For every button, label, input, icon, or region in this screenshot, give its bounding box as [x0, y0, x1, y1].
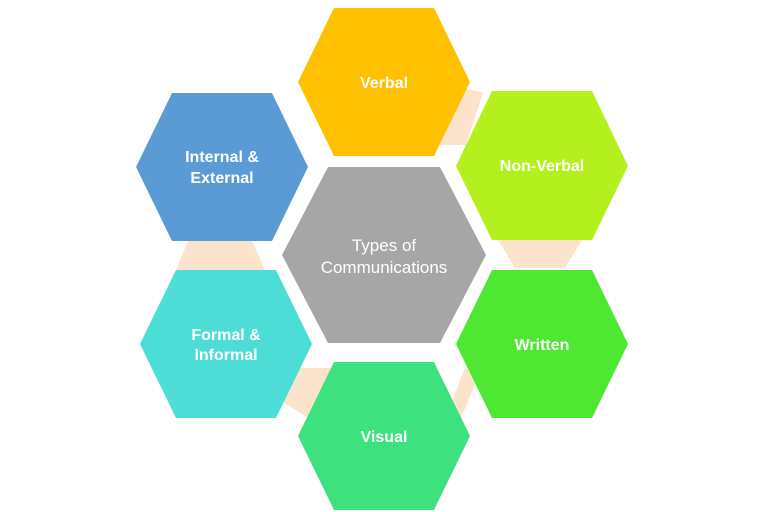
hex-verbal: Verbal — [298, 8, 470, 156]
formal-informal-label-line2: Informal — [194, 347, 257, 364]
internal-external-label-line1: Internal & — [185, 149, 259, 166]
hex-internal-external: Internal & External — [136, 93, 308, 241]
connector-formal-internal — [176, 241, 265, 270]
formal-informal-hexagon — [140, 270, 312, 418]
verbal-label: Verbal — [360, 75, 408, 92]
visual-label: Visual — [361, 429, 408, 446]
written-hexagon — [456, 270, 628, 418]
hex-written: Written — [456, 270, 628, 418]
center-hexagon — [282, 167, 486, 343]
hex-formal-informal: Formal & Informal — [140, 270, 312, 418]
formal-informal-label-line1: Formal & — [191, 327, 261, 344]
non-verbal-hexagon — [456, 91, 628, 240]
internal-external-hexagon — [136, 93, 308, 241]
written-label: Written — [515, 337, 570, 354]
center-label-line1: Types of — [352, 236, 417, 255]
non-verbal-label: Non-Verbal — [500, 158, 584, 175]
visual-hexagon — [298, 362, 470, 510]
center-label-line2: Communications — [321, 258, 448, 277]
hex-visual: Visual — [298, 362, 470, 510]
hex-non-verbal: Non-Verbal — [456, 91, 628, 240]
hex-center: Types of Communications — [282, 167, 486, 343]
internal-external-label-line2: External — [190, 170, 253, 187]
verbal-hexagon — [298, 8, 470, 156]
connector-nonverbal-written — [498, 240, 582, 268]
connector-visual-formal — [280, 368, 338, 423]
